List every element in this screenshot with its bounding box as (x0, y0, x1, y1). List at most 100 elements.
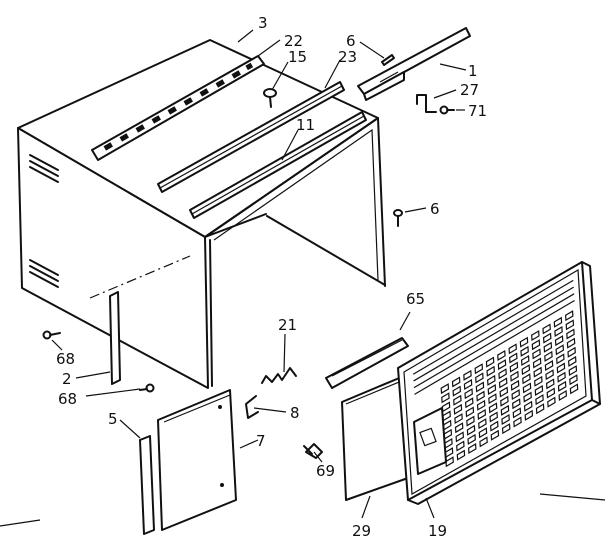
grille-slot (544, 360, 554, 372)
grille-slot (531, 339, 541, 351)
grille-slot (500, 404, 510, 416)
grille-slot (497, 359, 507, 371)
grille-slot (466, 424, 476, 436)
grille-slot (485, 356, 495, 368)
grille-slot (547, 396, 556, 408)
grille-slot (545, 369, 554, 381)
callout-69: 69 (316, 462, 335, 480)
upper-rail (157, 81, 345, 193)
grille-slot (519, 336, 529, 348)
callout-5: 5 (108, 410, 118, 428)
grille-slot (509, 361, 519, 373)
control-window (413, 407, 447, 475)
grille-slot (546, 387, 556, 399)
grille-slot (487, 384, 497, 396)
grille-slot (477, 408, 487, 420)
grille-louver (413, 286, 575, 382)
grille-slot (520, 355, 530, 366)
grille-slot (555, 344, 565, 356)
clip-69 (303, 443, 323, 459)
grille-slot (533, 366, 542, 378)
callout-3: 3 (258, 14, 268, 32)
grille-slot (557, 371, 566, 383)
lower-rail (189, 111, 367, 219)
grille-slot (487, 374, 496, 386)
grille-slot (524, 409, 534, 421)
grille-slot (565, 319, 575, 331)
grille-slot (522, 373, 531, 385)
callout-29: 29 (352, 522, 371, 540)
strip-65 (325, 337, 409, 389)
side-strip-2 (109, 291, 121, 385)
grille-slot (556, 353, 565, 365)
grille-slot (535, 394, 544, 406)
callouts: 3 22 15 23 6 1 27 71 11 6 65 21 68 2 68 … (56, 14, 487, 540)
grille-slot (569, 374, 578, 386)
grille-slot (500, 395, 509, 407)
grille-slot (534, 384, 544, 396)
grille-slot (567, 346, 576, 358)
grille-slot (554, 335, 564, 347)
grille-slot (497, 349, 506, 361)
grille-slot (512, 398, 521, 410)
grille-slot (531, 330, 540, 342)
grille-slot (523, 400, 533, 412)
screw-68-upper (42, 330, 61, 340)
grille-slot (478, 418, 487, 430)
grille-slot (452, 385, 462, 397)
grille-slot (490, 429, 500, 441)
grille-slot (479, 436, 488, 448)
grille-slot (522, 382, 532, 394)
grille-slot (478, 427, 488, 439)
callout-6-top: 6 (346, 32, 356, 50)
grille-slot (465, 406, 475, 418)
callout-2: 2 (62, 370, 72, 388)
handle-8 (245, 395, 259, 419)
grille-slot (557, 380, 567, 392)
grille-slot (508, 343, 517, 355)
screw-15 (263, 88, 277, 108)
grille-slot (510, 370, 519, 382)
grille-slot (488, 402, 498, 414)
grille-louver (413, 293, 575, 389)
callout-8: 8 (290, 404, 300, 422)
callout-65: 65 (406, 290, 425, 308)
callout-19: 19 (428, 522, 447, 540)
grille-slot (453, 394, 462, 406)
grille-slot (467, 443, 477, 455)
side-panel (157, 389, 237, 531)
grille-slot (511, 389, 520, 401)
callout-71: 71 (468, 102, 487, 120)
grille-slot (569, 383, 579, 395)
grille-slot (509, 352, 518, 364)
louvers-upper (29, 154, 59, 183)
callout-27: 27 (460, 81, 479, 99)
cabinet (17, 39, 386, 389)
grille-slot (501, 414, 510, 425)
callout-7: 7 (256, 432, 266, 450)
grille-slot (440, 383, 450, 395)
grille-slot (490, 420, 499, 432)
grille-slot (476, 399, 486, 411)
grille-slot (535, 403, 545, 415)
grille-slot (475, 372, 484, 384)
grille-slot (454, 413, 463, 425)
grille-slot (498, 368, 507, 380)
grille-slot (542, 332, 552, 344)
grille-slot (564, 310, 574, 322)
front-grille (397, 261, 601, 505)
grille-slot (498, 377, 508, 389)
callout-68-upper: 68 (56, 350, 75, 368)
grille-slot (545, 378, 555, 390)
grille-slot (558, 390, 568, 401)
grille-slot (463, 369, 472, 381)
callout-11: 11 (296, 116, 315, 134)
grille-slot (451, 376, 461, 388)
callout-1: 1 (468, 62, 478, 80)
grille-slot (475, 381, 485, 393)
grille-slot (543, 341, 553, 353)
grille-slot (532, 348, 541, 360)
grille-slot (499, 386, 509, 398)
grille-slot (474, 363, 484, 375)
